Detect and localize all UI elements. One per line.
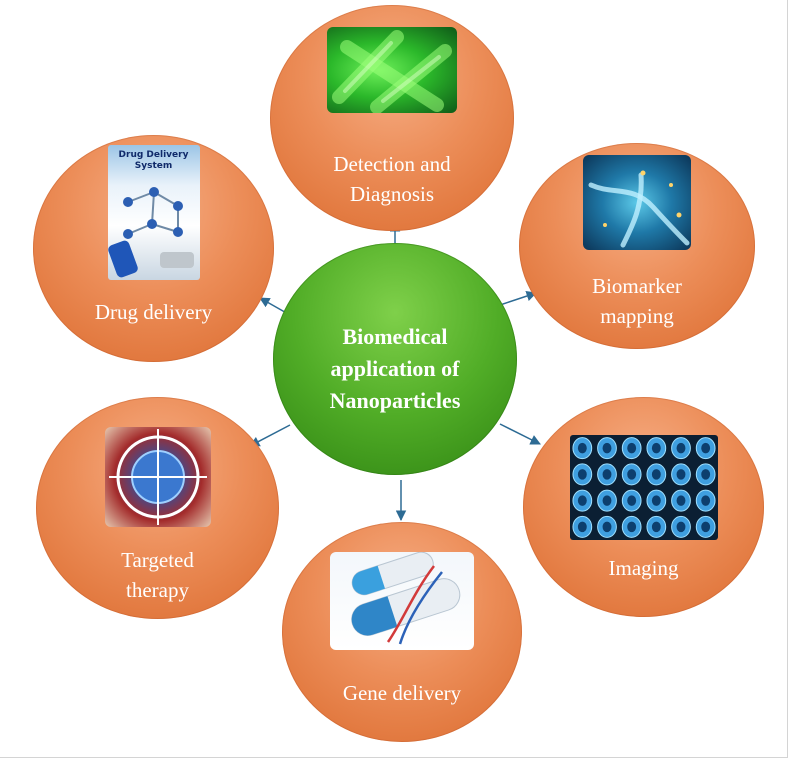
brain-scan-slice-core (626, 495, 636, 506)
brain-scan-slice-core (651, 469, 661, 480)
brain-scan-slice-core (602, 469, 611, 480)
brain-scan-slice-core (577, 469, 587, 480)
brain-scan-slice-core (700, 495, 710, 506)
brain-scan-slice-core (626, 442, 636, 454)
brain-scan-slice-core (651, 521, 661, 533)
brain-scan-slice-core (602, 521, 611, 533)
drug-label: Drug delivery (94, 300, 213, 324)
neuron-image (583, 155, 691, 250)
brain-scan-slice-core (676, 521, 685, 533)
brain-scan-slice-core (676, 495, 685, 506)
arrow-to-targeted (249, 424, 291, 447)
molecule-image: Drug Delivery System (107, 145, 200, 280)
brain-scan-slice-core (577, 521, 587, 533)
center-node-biomedical-application: Biomedical application of Nanoparticles (273, 243, 517, 475)
node-drug-delivery: Drug Delivery System Drug delivery (33, 135, 274, 362)
detection-label-line-2: Diagnosis (350, 182, 434, 206)
crosshair-virus-image (104, 427, 211, 527)
brain-scan-slice-core (700, 521, 710, 533)
brain-scan-slice-core (577, 495, 587, 506)
brain-scan-slice-core (700, 469, 710, 480)
arrow-to-imaging (499, 423, 541, 445)
brain-scan-slice-core (602, 495, 611, 506)
node-targeted-therapy: Targeted therapy (36, 397, 279, 619)
detection-label-line-1: Detection and (333, 152, 451, 176)
center-label-line-2: application of (330, 356, 460, 381)
drug-image-caption: Drug Delivery System (118, 150, 189, 171)
targeted-label-line-2: therapy (126, 578, 189, 602)
brain-scan-slice-core (577, 442, 587, 454)
brain-scan-slice-core (602, 442, 611, 454)
brain-scan-slice-core (651, 442, 661, 454)
node-gene-delivery: Gene delivery (282, 522, 522, 742)
dna-capsule-image (330, 552, 474, 650)
center-label-line-1: Biomedical (342, 324, 448, 349)
center-label-line-3: Nanoparticles (329, 388, 461, 413)
brain-scan-slice-core (626, 469, 636, 480)
brain-scan-slice-core (651, 495, 661, 506)
biomarker-label-line-2: mapping (600, 304, 674, 328)
biomarker-label-line-1: Biomarker (592, 274, 682, 298)
brain-scan-slice-core (700, 442, 710, 454)
node-biomarker-mapping: Biomarker mapping (519, 143, 755, 349)
brain-scan-grid-image (569, 435, 718, 540)
brain-scan-slice-core (626, 521, 636, 533)
node-imaging: Imaging (523, 397, 764, 617)
imaging-label: Imaging (608, 556, 679, 580)
node-detection-and-diagnosis: Detection and Diagnosis (270, 5, 514, 231)
targeted-label-line-1: Targeted (121, 548, 194, 572)
green-bacteria-image (327, 27, 457, 113)
brain-scan-slice-core (676, 442, 685, 454)
arrow-to-biomarker (499, 291, 537, 306)
gene-label: Gene delivery (342, 681, 462, 705)
brain-scan-slice-core (676, 469, 685, 480)
